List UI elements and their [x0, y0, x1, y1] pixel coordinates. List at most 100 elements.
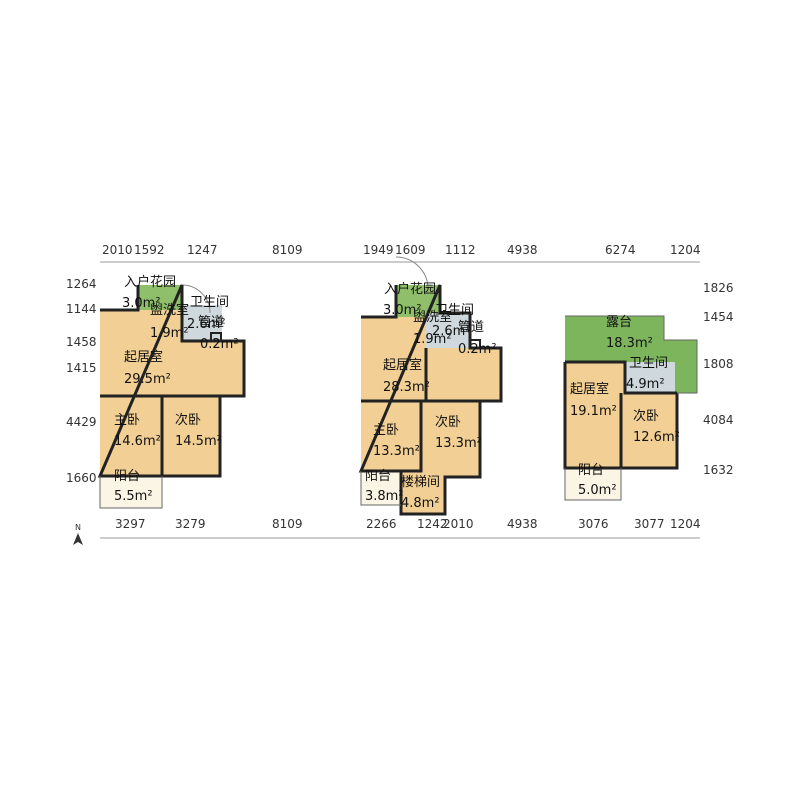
balcony-wall	[99, 476, 163, 509]
room-area: 14.5m²	[175, 434, 222, 449]
dim-left: 1144	[66, 302, 97, 316]
room-label: 主卧	[114, 413, 140, 428]
dim-top: 6274	[605, 243, 636, 257]
room-second-bedroom	[421, 401, 480, 477]
room-label: 露台	[606, 315, 632, 330]
dim-right: 1454	[703, 310, 734, 324]
dim-bottom: 8109	[272, 517, 303, 531]
room-area: 3.0m²	[122, 296, 161, 311]
dim-top: 8109	[272, 243, 303, 257]
room-area: 1.9m²	[413, 332, 452, 347]
plan-1: 入户花园 3.0m² 盥洗室 1.9m² 卫生间 2.6m² 管道 0.2m² …	[97, 274, 246, 509]
room-label: 阳台	[114, 469, 140, 484]
room-stairwell	[401, 471, 445, 514]
room-living-extension	[182, 341, 244, 396]
dim-right: 1632	[703, 463, 734, 477]
room-area: 14.6m²	[114, 434, 161, 449]
room-master-bedroom	[100, 396, 162, 476]
room-balcony	[565, 468, 621, 500]
balcony-wall	[564, 468, 622, 501]
door-arc-icon	[181, 284, 211, 314]
room-label: 入户花园	[384, 281, 436, 297]
plan-3: 露台 18.3m² 卫生间 4.9m² 起居室 19.1m² 次卧 12.6m²…	[563, 315, 698, 501]
room-label: 起居室	[570, 381, 609, 397]
dim-top: 1949	[363, 243, 394, 257]
room-bath	[182, 305, 222, 341]
room-second-bedroom	[621, 393, 677, 468]
room-label: 次卧	[633, 408, 659, 424]
room-label: 主卧	[373, 423, 399, 438]
bottom-dimensions: 3297 3279 8109 2266 1242 2010 4938 3076 …	[115, 517, 701, 531]
dim-top: 1204	[670, 243, 701, 257]
dim-top: 1592	[134, 243, 165, 257]
dim-left: 1458	[66, 335, 97, 349]
compass-label: N	[75, 523, 81, 532]
room-bath	[625, 362, 675, 393]
door-arc-icon	[395, 256, 429, 290]
left-dimensions: 1264 1144 1458 1415 4429 1660	[66, 277, 97, 485]
balcony-wall	[360, 471, 401, 506]
room-area: 1.9m²	[150, 326, 189, 341]
room-area: 4.8m²	[401, 496, 440, 511]
dim-top: 1247	[187, 243, 218, 257]
room-label: 卫生间	[435, 303, 474, 318]
dim-bottom: 3297	[115, 517, 146, 531]
dim-top: 4938	[507, 243, 538, 257]
dim-top: 1609	[395, 243, 426, 257]
dim-bottom: 3077	[634, 517, 665, 531]
room-area: 0.2m²	[458, 342, 497, 357]
walls	[358, 284, 503, 516]
compass: N	[73, 523, 83, 545]
room-label: 盥洗室	[150, 302, 189, 318]
room-label: 卫生间	[190, 295, 229, 310]
room-label: 起居室	[124, 349, 163, 365]
room-area: 3.0m²	[383, 303, 422, 318]
room-label: 次卧	[175, 412, 201, 428]
room-label: 管道	[198, 315, 224, 330]
dim-bottom: 2266	[366, 517, 397, 531]
dim-left: 1264	[66, 277, 97, 291]
dim-bottom: 3279	[175, 517, 206, 531]
room-label: 入户花园	[124, 274, 176, 290]
room-area: 5.5m²	[114, 489, 153, 504]
room-living-extension	[426, 348, 501, 401]
room-area: 2.6m²	[432, 324, 471, 339]
plan-2: 入户花园 3.0m² 盥洗室 1.9m² 卫生间 2.6m² 管道 0.2m² …	[358, 256, 503, 516]
dim-bottom: 2010	[443, 517, 474, 531]
room-area: 0.2m²	[200, 337, 239, 352]
room-label: 起居室	[383, 357, 422, 373]
room-label: 卫生间	[629, 356, 668, 371]
dim-left: 1415	[66, 361, 97, 375]
dim-right: 1826	[703, 281, 734, 295]
room-balcony	[361, 471, 401, 505]
dim-right: 1808	[703, 357, 734, 371]
room-label: 管道	[458, 320, 484, 335]
compass-arrow-icon	[73, 533, 83, 545]
room-living	[361, 317, 426, 401]
walls	[97, 284, 246, 478]
room-area: 28.3m²	[383, 380, 430, 395]
dim-right: 4084	[703, 413, 734, 427]
room-area: 12.6m²	[633, 430, 680, 445]
room-master-bedroom	[361, 401, 421, 471]
room-area: 29.5m²	[124, 372, 171, 387]
room-area: 3.8m²	[365, 489, 404, 504]
room-second-bedroom	[162, 396, 220, 476]
dim-bottom: 1242	[417, 517, 448, 531]
dim-bottom: 4938	[507, 517, 538, 531]
room-area: 13.3m²	[435, 436, 482, 451]
dim-left: 4429	[66, 415, 97, 429]
room-label: 次卧	[435, 414, 461, 430]
room-living	[565, 362, 625, 468]
dim-bottom: 3076	[578, 517, 609, 531]
room-label: 阳台	[578, 463, 604, 478]
dim-top: 1112	[445, 243, 476, 257]
dim-bottom: 1204	[670, 517, 701, 531]
right-dimensions: 1826 1454 1808 4084 1632	[703, 281, 734, 477]
room-label: 盥洗室	[413, 309, 452, 325]
room-area: 4.9m²	[626, 377, 665, 392]
room-bath	[426, 313, 470, 348]
room-area: 19.1m²	[570, 404, 617, 419]
room-area: 5.0m²	[578, 483, 617, 498]
